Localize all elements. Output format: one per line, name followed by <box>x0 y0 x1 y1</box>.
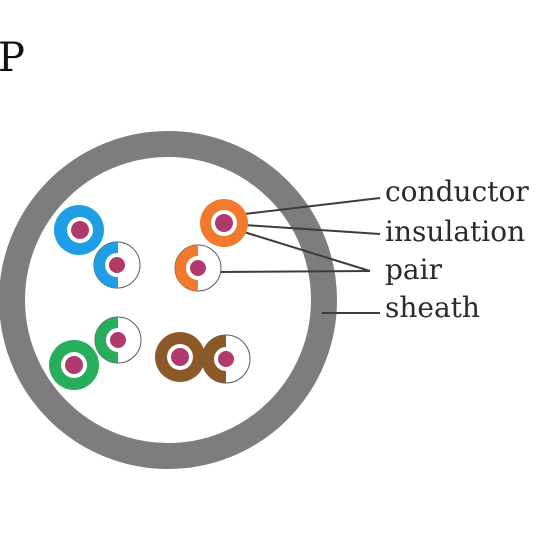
green-wire-solid <box>49 340 99 390</box>
brown-pair <box>155 332 251 384</box>
orange-wire-striped <box>174 244 222 292</box>
green-wire-striped <box>94 316 142 364</box>
label-conductor: conductor <box>385 175 529 208</box>
orange-wire-solid <box>200 199 248 247</box>
brown-wire-solid <box>155 332 205 382</box>
blue-pair <box>54 205 141 289</box>
brown-wire-striped <box>201 334 251 384</box>
leader-line-conductor <box>235 197 381 216</box>
heading-letter: P <box>0 35 25 81</box>
leader-line-pair-top <box>243 231 371 272</box>
blue-wire-solid <box>54 205 104 255</box>
orange-pair <box>174 199 248 292</box>
label-pair: pair <box>385 253 442 286</box>
label-insulation: insulation <box>385 215 526 248</box>
leader-line-insulation <box>243 224 381 235</box>
label-sheath: sheath <box>385 291 480 324</box>
leader-lines <box>217 197 381 314</box>
blue-wire-striped <box>93 241 141 289</box>
green-pair <box>49 316 142 390</box>
cable-sheath <box>0 131 337 469</box>
leader-line-pair-bottom <box>217 270 371 273</box>
